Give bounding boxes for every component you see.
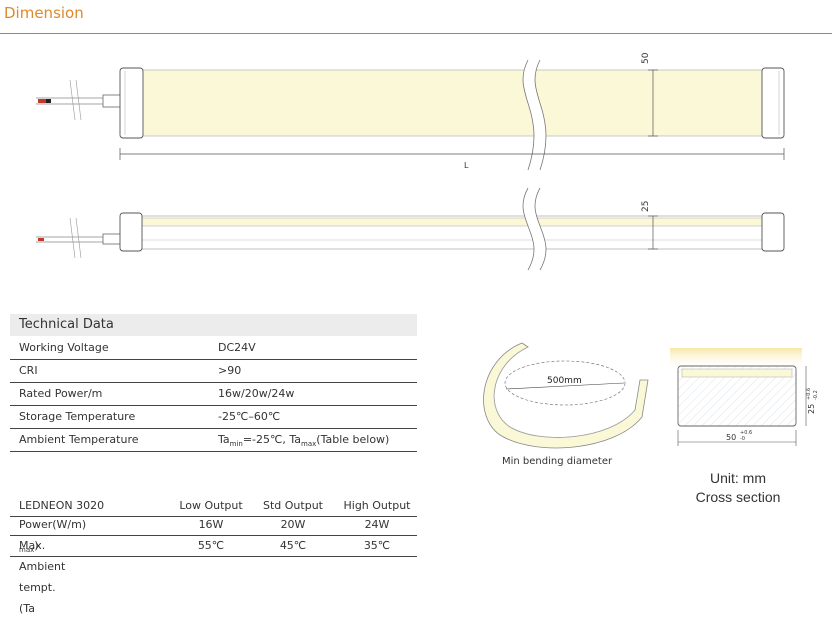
table-row: CRI >90 bbox=[10, 360, 417, 383]
cable-gland bbox=[102, 94, 122, 108]
table-row: Rated Power/m 16w/20w/24w bbox=[10, 383, 417, 406]
side-cap-left bbox=[119, 212, 143, 252]
unit-label: Unit: mm bbox=[710, 470, 766, 486]
table-row: Power(W/m) 16W 20W 24W bbox=[10, 514, 417, 536]
side-cap-right bbox=[761, 212, 785, 252]
diameter-line bbox=[505, 382, 625, 390]
table-row: Working Voltage DC24V bbox=[10, 337, 417, 360]
cable-gland-side bbox=[102, 233, 122, 245]
cross-height-label: 25 bbox=[807, 404, 816, 414]
profile-side-view: 25 bbox=[36, 187, 785, 271]
cross-height-tol-plus: +0.6 bbox=[806, 388, 812, 400]
output-table-header: LEDNEON 3020 Low Output Std Output High … bbox=[10, 495, 417, 517]
profile-top-view: 50 L bbox=[36, 52, 785, 171]
cross-section-caption: Cross section bbox=[695, 489, 781, 505]
cut-mark-1 bbox=[69, 79, 76, 121]
cut-mark-2 bbox=[75, 79, 82, 121]
ambient-temperature-value: Tamin=-25℃, Tamax(Table below) bbox=[218, 433, 390, 449]
table-row: Ambient Temperature Tamin=-25℃, Tamax(Ta… bbox=[10, 429, 417, 452]
length-dim-label: L bbox=[464, 161, 469, 170]
height-dim-label: 25 bbox=[641, 201, 651, 212]
cross-height-tol-minus: -0.2 bbox=[813, 390, 819, 400]
section-title: Dimension bbox=[4, 4, 84, 22]
bending-illustration: 500mm bbox=[483, 342, 649, 449]
cross-width-label: 50 bbox=[726, 433, 736, 442]
cross-led-strip bbox=[681, 368, 793, 378]
break-gap bbox=[523, 60, 546, 170]
title-divider bbox=[0, 33, 832, 34]
bent-strip bbox=[483, 342, 649, 449]
wire-red bbox=[38, 99, 46, 103]
bending-diameter-label: 500mm bbox=[547, 376, 582, 386]
light-emission-glow bbox=[670, 348, 802, 370]
cross-section-drawing: 25 +0.6 -0.2 50 +0.6 -0 bbox=[670, 348, 819, 446]
profile-cross-section bbox=[677, 365, 797, 427]
side-glow-strip bbox=[141, 217, 763, 227]
bending-diameter-ellipse bbox=[504, 360, 626, 406]
cross-width-tol-plus: +0.6 bbox=[740, 430, 752, 436]
bending-caption: Min bending diameter bbox=[502, 456, 613, 467]
neon-body bbox=[141, 69, 763, 137]
technical-data-title: Technical Data bbox=[10, 314, 417, 336]
wire-red-side bbox=[38, 238, 44, 241]
table-row: Storage Temperature -25℃–60℃ bbox=[10, 406, 417, 429]
end-cap-right bbox=[761, 67, 785, 139]
cross-width-tol-minus: -0 bbox=[740, 436, 745, 442]
width-dim-label: 50 bbox=[641, 52, 651, 64]
end-cap-left bbox=[119, 67, 144, 139]
wire-black bbox=[46, 99, 51, 103]
